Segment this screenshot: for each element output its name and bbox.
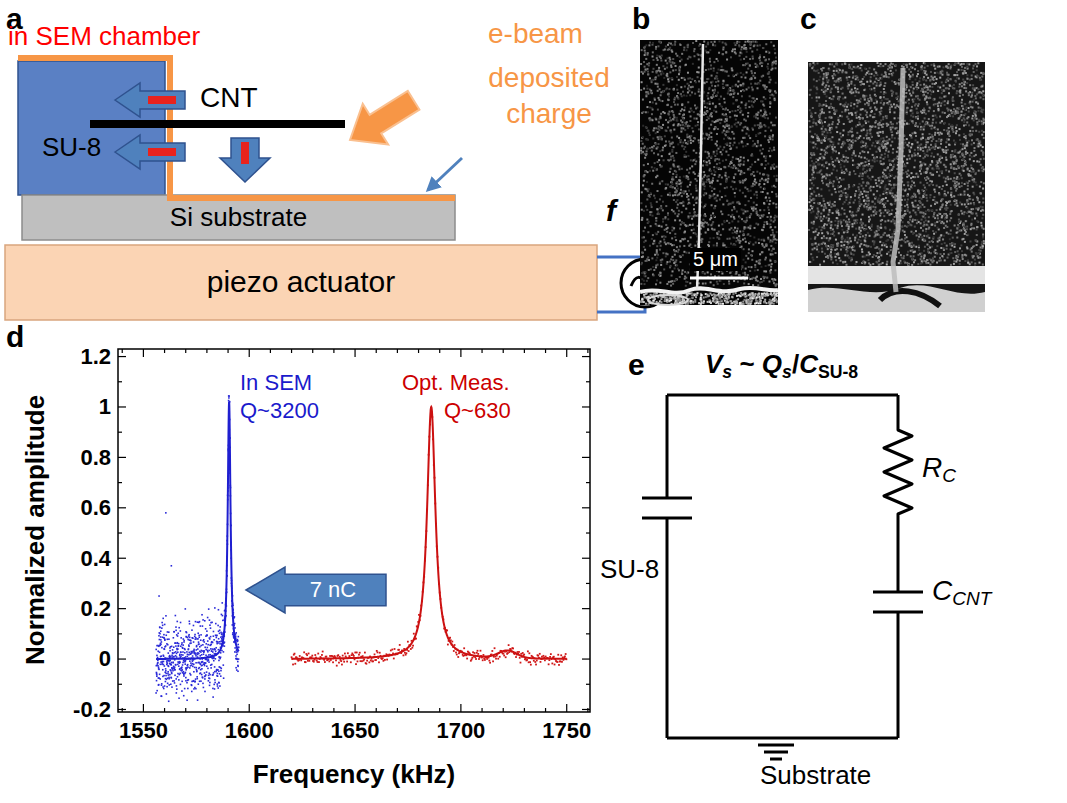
figure-ground: SU-8Si substratepiezo actuator7 nCain SE… (0, 0, 1067, 803)
